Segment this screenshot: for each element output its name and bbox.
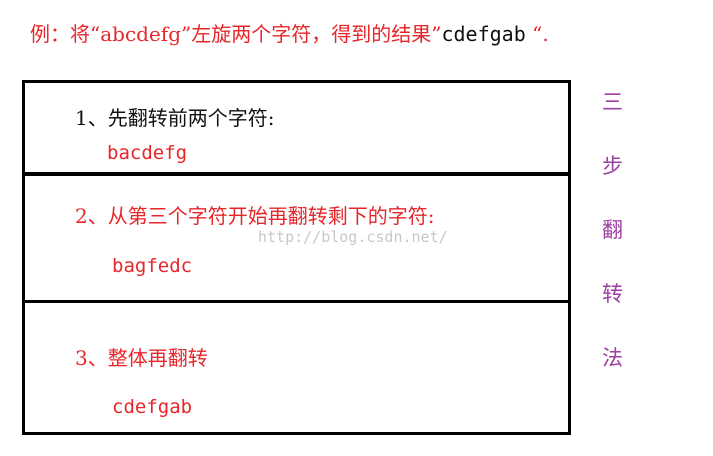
watermark: http://blog.csdn.net/ xyxy=(258,228,448,246)
step-3-heading: 3、整体再翻转 xyxy=(75,346,208,370)
side-label-char: 三 xyxy=(602,90,623,114)
step-1-result: bacdefg xyxy=(107,142,188,164)
side-label-char: 步 xyxy=(602,154,623,178)
title-result: cdefgab xyxy=(441,22,526,46)
step-3-result: cdefgab xyxy=(112,396,193,418)
step-2-heading: 2、从第三个字符开始再翻转剩下的字符: xyxy=(75,204,435,228)
side-label-char: 转 xyxy=(602,282,623,306)
step-2-result: bagfedc xyxy=(112,255,193,277)
title-suffix: “. xyxy=(525,22,549,46)
step-3-box xyxy=(22,300,571,435)
side-label-char: 法 xyxy=(602,346,623,370)
title-prefix: 例：将“abcdefg”左旋两个字符，得到的结果” xyxy=(30,22,442,46)
example-title: 例：将“abcdefg”左旋两个字符，得到的结果”cdefgab “. xyxy=(30,18,549,47)
step-1-heading: 1、先翻转前两个字符: xyxy=(75,106,275,130)
side-label-char: 翻 xyxy=(602,218,623,242)
